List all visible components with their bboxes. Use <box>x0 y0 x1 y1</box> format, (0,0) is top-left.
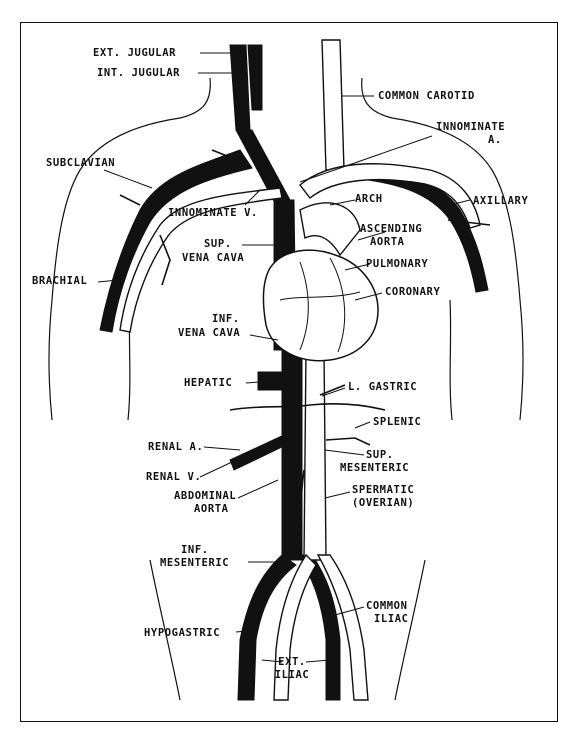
leader-lines <box>97 52 471 663</box>
label-abdominal-aorta-1: ABDOMINAL <box>174 490 237 502</box>
label-spermatic-1: SPERMATIC <box>352 484 415 496</box>
label-arch: ARCH <box>355 193 383 205</box>
label-inf-mesenteric-2: MESENTERIC <box>160 557 230 569</box>
label-renal-a: RENAL A. <box>148 441 204 453</box>
label-renal-v: RENAL V. <box>146 471 202 483</box>
label-ext-iliac-2: ILIAC <box>274 669 310 681</box>
label-coronary: CORONARY <box>385 286 441 298</box>
label-common-iliac-2: ILIAC <box>374 613 409 625</box>
label-spermatic-2: (OVERIAN) <box>352 497 415 509</box>
label-ext-iliac-1: EXT. <box>278 656 306 668</box>
label-hypogastric: HYPOGASTRIC <box>144 627 221 639</box>
label-innominate-a-1: INNOMINATE <box>436 121 506 133</box>
label-axillary: AXILLARY <box>473 195 529 207</box>
label-abdominal-aorta-2: AORTA <box>194 503 229 515</box>
label-sup-mesenteric-2: MESENTERIC <box>340 462 410 474</box>
label-ascending-1: ASCENDING <box>360 223 423 235</box>
label-sup-vena-cava-2: VENA CAVA <box>182 252 245 264</box>
label-subclavian: SUBCLAVIAN <box>46 157 116 169</box>
label-inf-vena-cava-1: INF. <box>212 313 240 325</box>
label-sup-vena-cava-1: SUP. <box>204 238 232 250</box>
label-int-jugular: INT. JUGULAR <box>97 67 181 79</box>
label-inf-mesenteric-1: INF. <box>181 544 209 556</box>
label-ext-jugular: EXT. JUGULAR <box>93 47 177 59</box>
label-innominate-v: INNOMINATE V. <box>168 207 258 219</box>
heart <box>262 249 379 362</box>
label-common-iliac-1: COMMON <box>366 600 408 612</box>
label-common-carotid: COMMON CAROTID <box>378 90 475 102</box>
branches <box>119 149 491 556</box>
label-innominate-a-2: A. <box>488 134 502 146</box>
label-l-gastric: L. GASTRIC <box>348 381 418 393</box>
body-outline <box>48 77 524 701</box>
label-brachial: BRACHIAL <box>32 275 88 287</box>
label-ascending-2: AORTA <box>370 236 405 248</box>
label-inf-vena-cava-2: VENA CAVA <box>178 327 241 339</box>
label-splenic: SPLENIC <box>373 416 422 428</box>
label-sup-mesenteric-1: SUP. <box>366 449 394 461</box>
figure-frame <box>20 22 558 722</box>
arteries <box>119 39 481 701</box>
label-hepatic: HEPATIC <box>184 377 233 389</box>
veins <box>99 44 489 701</box>
label-pulmonary: PULMONARY <box>366 258 429 270</box>
